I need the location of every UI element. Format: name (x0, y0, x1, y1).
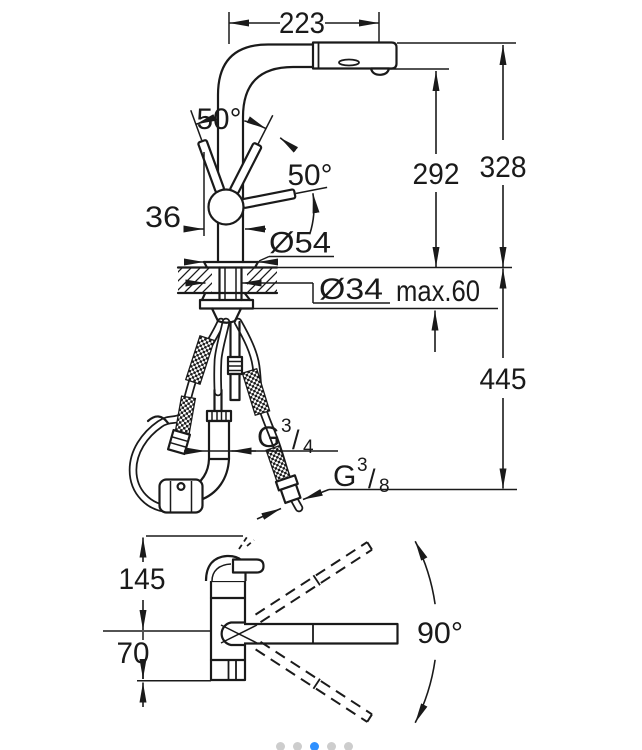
front-view-dimensions (183, 12, 517, 520)
dim-spout-reach: 223 (279, 7, 325, 40)
dim-handle-clearance: 36 (145, 201, 181, 234)
hose-weight (158, 478, 204, 514)
braided-hose-section (184, 334, 216, 386)
pagination-dot[interactable] (344, 742, 353, 750)
swivel-positions (254, 541, 373, 723)
pagination-dot[interactable] (310, 742, 319, 750)
swivel-arc (414, 540, 436, 724)
hose-clip (166, 428, 192, 456)
g34-connector (205, 388, 233, 461)
aerator (369, 67, 391, 76)
dim-swivel-angle: 90° (417, 617, 463, 650)
dim-install-depth: 445 (480, 363, 527, 396)
dim-spout-height: 328 (480, 151, 527, 184)
top-view-body (204, 533, 265, 682)
pagination-dot[interactable] (293, 742, 302, 750)
handle-ball-joint (207, 188, 245, 226)
dim-handle-angle-top: 50° (197, 103, 242, 136)
supply-hoses (128, 317, 304, 514)
deck-hatch-left (178, 268, 212, 293)
front-view-drawing: 223 328 292 max.60 Ø54 Ø34 36 50° 50° 44… (128, 7, 527, 520)
dim-aerator-height: 292 (413, 158, 460, 191)
spray-button (338, 58, 360, 67)
deck-hatch-right (247, 268, 277, 293)
pagination-dots[interactable] (276, 742, 353, 750)
top-view-drawing: 145 70 90° (103, 533, 463, 724)
dim-thread-g38: G 3 / 8 (333, 445, 390, 497)
dim-body-offset: 145 (119, 563, 166, 596)
faucet-spout (202, 41, 398, 269)
faucet-handle (190, 109, 328, 226)
pagination-dot[interactable] (327, 742, 336, 750)
dim-base-diameter: Ø54 (269, 227, 331, 260)
hose-hook (146, 415, 170, 425)
top-view-spout (220, 621, 399, 647)
pagination-dot[interactable] (276, 742, 285, 750)
dim-base-depth: 70 (117, 637, 150, 670)
pullout-hose-plug (226, 320, 244, 402)
dim-thread-g34: G 3 / 4 (257, 406, 314, 458)
g38-connector (274, 474, 302, 505)
braided-hose-section (241, 367, 271, 417)
mounting-nut (198, 292, 255, 324)
dim-handle-angle-side: 50° (288, 159, 333, 192)
top-view-handle-rod (231, 558, 265, 574)
dim-max-counter-thickness: max.60 (396, 275, 480, 308)
top-view-dimensions (114, 537, 154, 707)
dim-hole-diameter: Ø34 (319, 273, 383, 306)
